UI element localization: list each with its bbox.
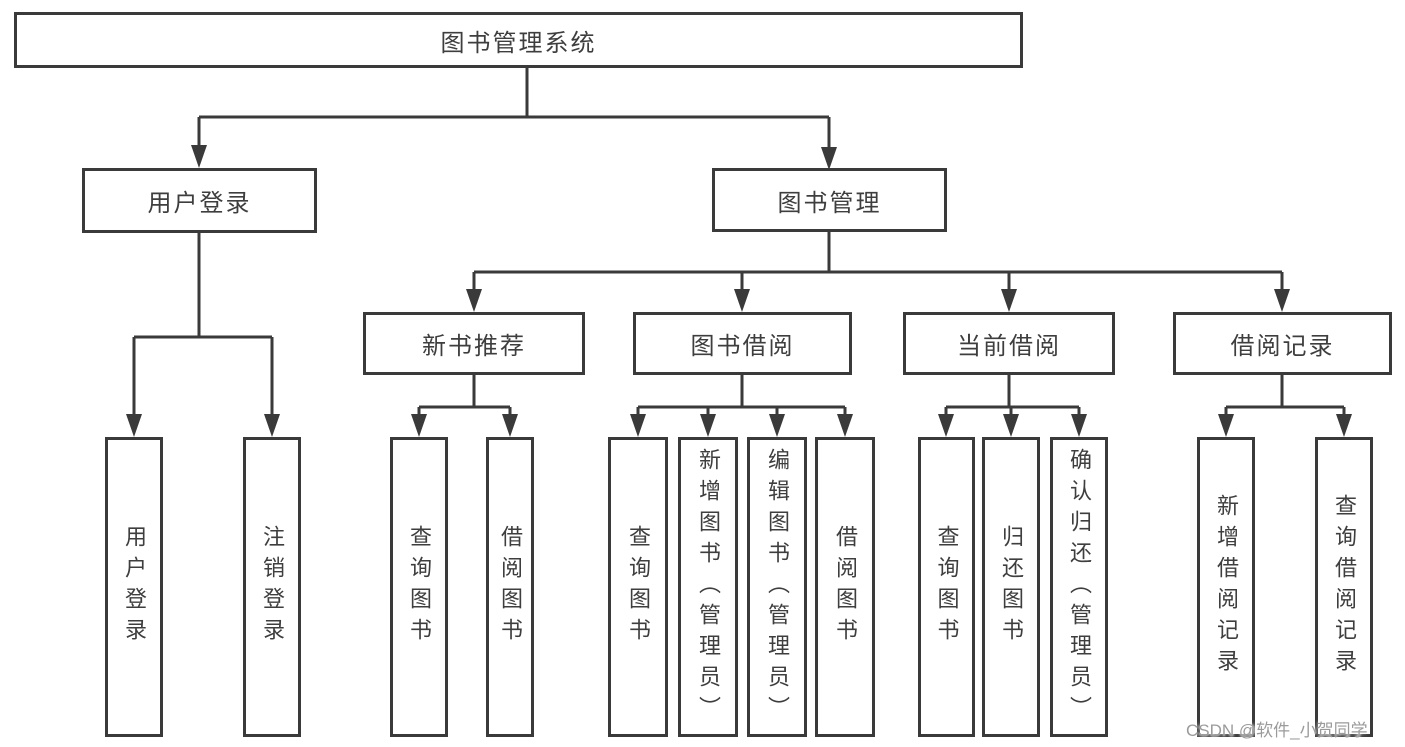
- leaf-query-books-recommend: 查询图书: [390, 437, 448, 737]
- leaf-logout: 注销登录: [243, 437, 301, 737]
- csdn-watermark: CSDN @软件_小贺同学: [1186, 721, 1368, 740]
- leaf-borrow-books-borrowing: 借阅图书: [815, 437, 875, 737]
- node-borrowing-records: 借阅记录: [1173, 312, 1392, 375]
- leaf-confirm-return-admin: 确认归还（管理员）: [1050, 437, 1108, 737]
- node-book-management: 图书管理: [712, 168, 947, 232]
- leaf-add-book-admin: 新增图书（管理员）: [678, 437, 738, 737]
- leaf-return-books: 归还图书: [982, 437, 1040, 737]
- node-book-borrowing: 图书借阅: [633, 312, 852, 375]
- leaf-edit-book-admin: 编辑图书（管理员）: [747, 437, 807, 737]
- node-user-login: 用户登录: [82, 168, 317, 233]
- node-current-borrowing: 当前借阅: [903, 312, 1115, 375]
- leaf-query-books-borrowing: 查询图书: [608, 437, 668, 737]
- leaf-query-borrow-record: 查询借阅记录: [1315, 437, 1373, 737]
- node-new-book-recommend: 新书推荐: [363, 312, 585, 375]
- node-library-system: 图书管理系统: [14, 12, 1023, 68]
- leaf-user-login: 用户登录: [105, 437, 163, 737]
- leaf-query-books-current: 查询图书: [918, 437, 975, 737]
- leaf-add-borrow-record: 新增借阅记录: [1197, 437, 1255, 737]
- leaf-borrow-books-recommend: 借阅图书: [486, 437, 534, 737]
